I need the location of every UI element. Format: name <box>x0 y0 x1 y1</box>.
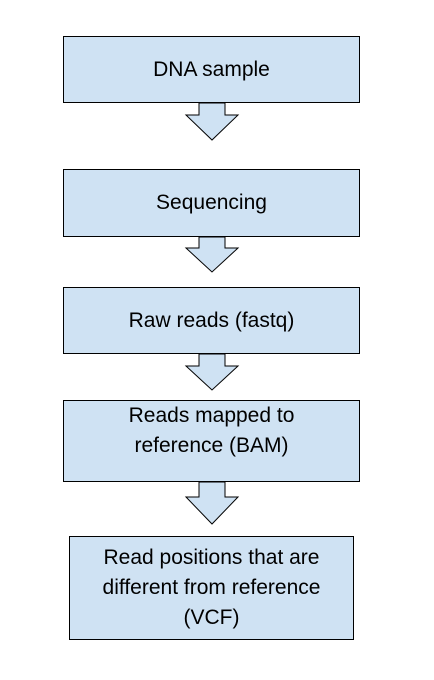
step-raw-reads: Raw reads (fastq) <box>63 287 360 354</box>
step-variant-positions: Read positions that are different from r… <box>69 536 354 640</box>
down-arrow-3 <box>184 353 240 391</box>
step-sequencing: Sequencing <box>63 169 360 237</box>
step-dna-sample: DNA sample <box>63 36 360 103</box>
down-arrow-1 <box>184 102 240 141</box>
down-arrow-4 <box>184 481 240 525</box>
step-mapped-reads: Reads mapped to reference (BAM) <box>63 400 360 482</box>
down-arrow-2 <box>184 236 240 273</box>
